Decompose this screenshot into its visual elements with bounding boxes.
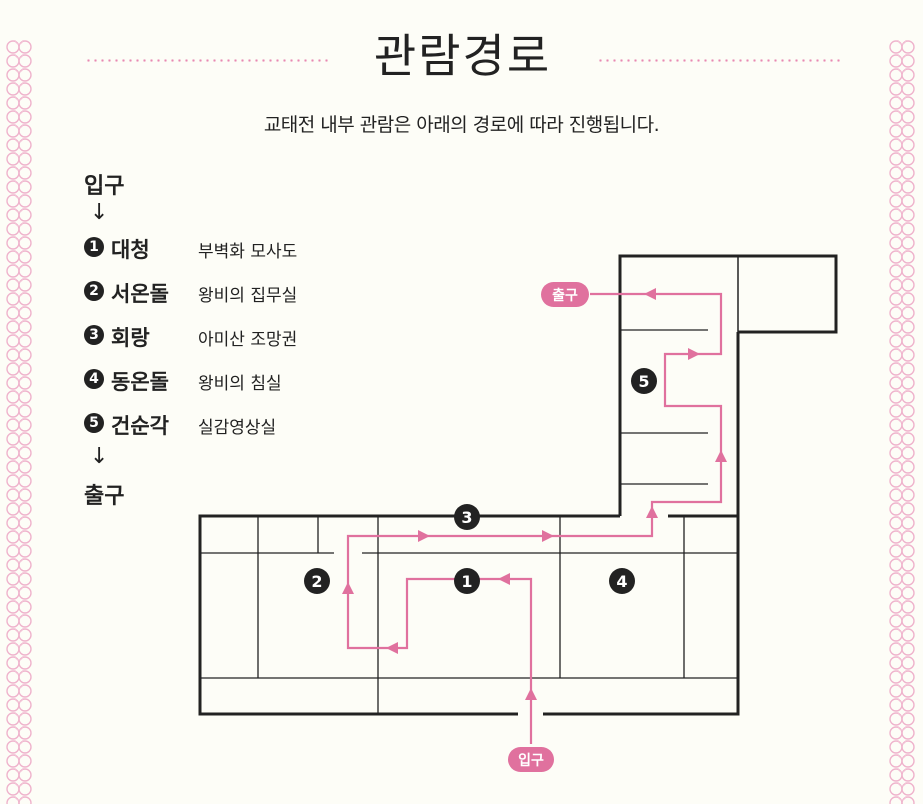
- legend-item: 4 동온돌 왕비의 침실: [84, 366, 384, 396]
- room-marker-1: 1: [454, 568, 480, 594]
- page-subtitle: 교태전 내부 관람은 아래의 경로에 따라 진행됩니다.: [263, 114, 660, 136]
- legend-room-desc: 아미산 조망권: [198, 330, 298, 350]
- room-marker-2: 2: [304, 568, 330, 594]
- entrance-pill: 입구: [508, 747, 554, 772]
- route-arrow: [498, 573, 510, 585]
- svg-text:1: 1: [461, 572, 472, 591]
- title-dots-left: [85, 59, 330, 62]
- room-marker-4: 4: [609, 568, 635, 594]
- page-title: 관람경로: [373, 29, 552, 83]
- title-dots-right: [597, 59, 840, 62]
- room-marker-5: 5: [631, 368, 657, 394]
- route-arrow: [688, 348, 700, 360]
- route-arrow: [525, 688, 537, 700]
- title-row: 관람경로: [0, 14, 923, 83]
- route-arrow: [542, 530, 554, 542]
- legend-number-badge: 1: [84, 237, 104, 257]
- legend-room-name: 동온돌: [111, 370, 169, 394]
- route-arrows: [342, 288, 727, 700]
- main-hall-outline: [198, 514, 740, 716]
- route-arrow: [646, 506, 658, 518]
- visitor-route: [346, 292, 723, 744]
- route-arrow: [715, 450, 727, 462]
- legend-arrow-down: ↓: [90, 200, 109, 225]
- exit-pill: 출구: [541, 282, 589, 307]
- svg-text:4: 4: [616, 572, 627, 591]
- room-marker-3: 3: [454, 504, 480, 530]
- legend-room-desc: 왕비의 침실: [198, 374, 282, 394]
- left-decorative-border: [4, 40, 34, 804]
- svg-text:2: 2: [311, 572, 322, 591]
- room-markers: 1 2 3 4 5: [304, 368, 657, 594]
- legend-room-desc: 왕비의 집무실: [198, 286, 298, 306]
- svg-text:출구: 출구: [552, 287, 578, 304]
- legend-item: 5 건순각 실감영상실: [84, 410, 384, 440]
- legend-number-badge: 4: [84, 369, 104, 389]
- legend-room-name: 회랑: [111, 326, 150, 350]
- legend-item: 1 대청 부벽화 모사도: [84, 234, 384, 264]
- svg-text:5: 5: [638, 372, 649, 391]
- route-main-path: [346, 292, 723, 744]
- legend-room-name: 대청: [111, 238, 150, 262]
- legend-room-name: 서온돌: [111, 282, 169, 306]
- route-arrow: [342, 582, 354, 594]
- route-arrow: [644, 288, 656, 300]
- legend-number-badge: 3: [84, 325, 104, 345]
- svg-text:3: 3: [461, 508, 472, 527]
- svg-text:입구: 입구: [518, 753, 544, 769]
- route-arrow: [418, 530, 430, 542]
- route-arrow: [386, 642, 398, 654]
- legend-room-desc: 부벽화 모사도: [198, 242, 298, 262]
- legend-exit: 출구: [84, 484, 125, 509]
- legend-number-badge: 5: [84, 413, 104, 433]
- legend-item: 3 회랑 아미산 조망권: [84, 322, 384, 352]
- floorplan-walls: [198, 254, 838, 716]
- legend-room-name: 건순각: [111, 414, 169, 438]
- legend-item: 2 서온돌 왕비의 집무실: [84, 278, 384, 308]
- legend-arrow-down: ↓: [90, 444, 109, 469]
- legend-room-desc: 실감영상실: [198, 418, 277, 438]
- legend-number-badge: 2: [84, 281, 104, 301]
- annex-outline: [618, 254, 838, 516]
- right-decorative-border: [887, 40, 917, 804]
- legend-entrance: 입구: [84, 174, 125, 199]
